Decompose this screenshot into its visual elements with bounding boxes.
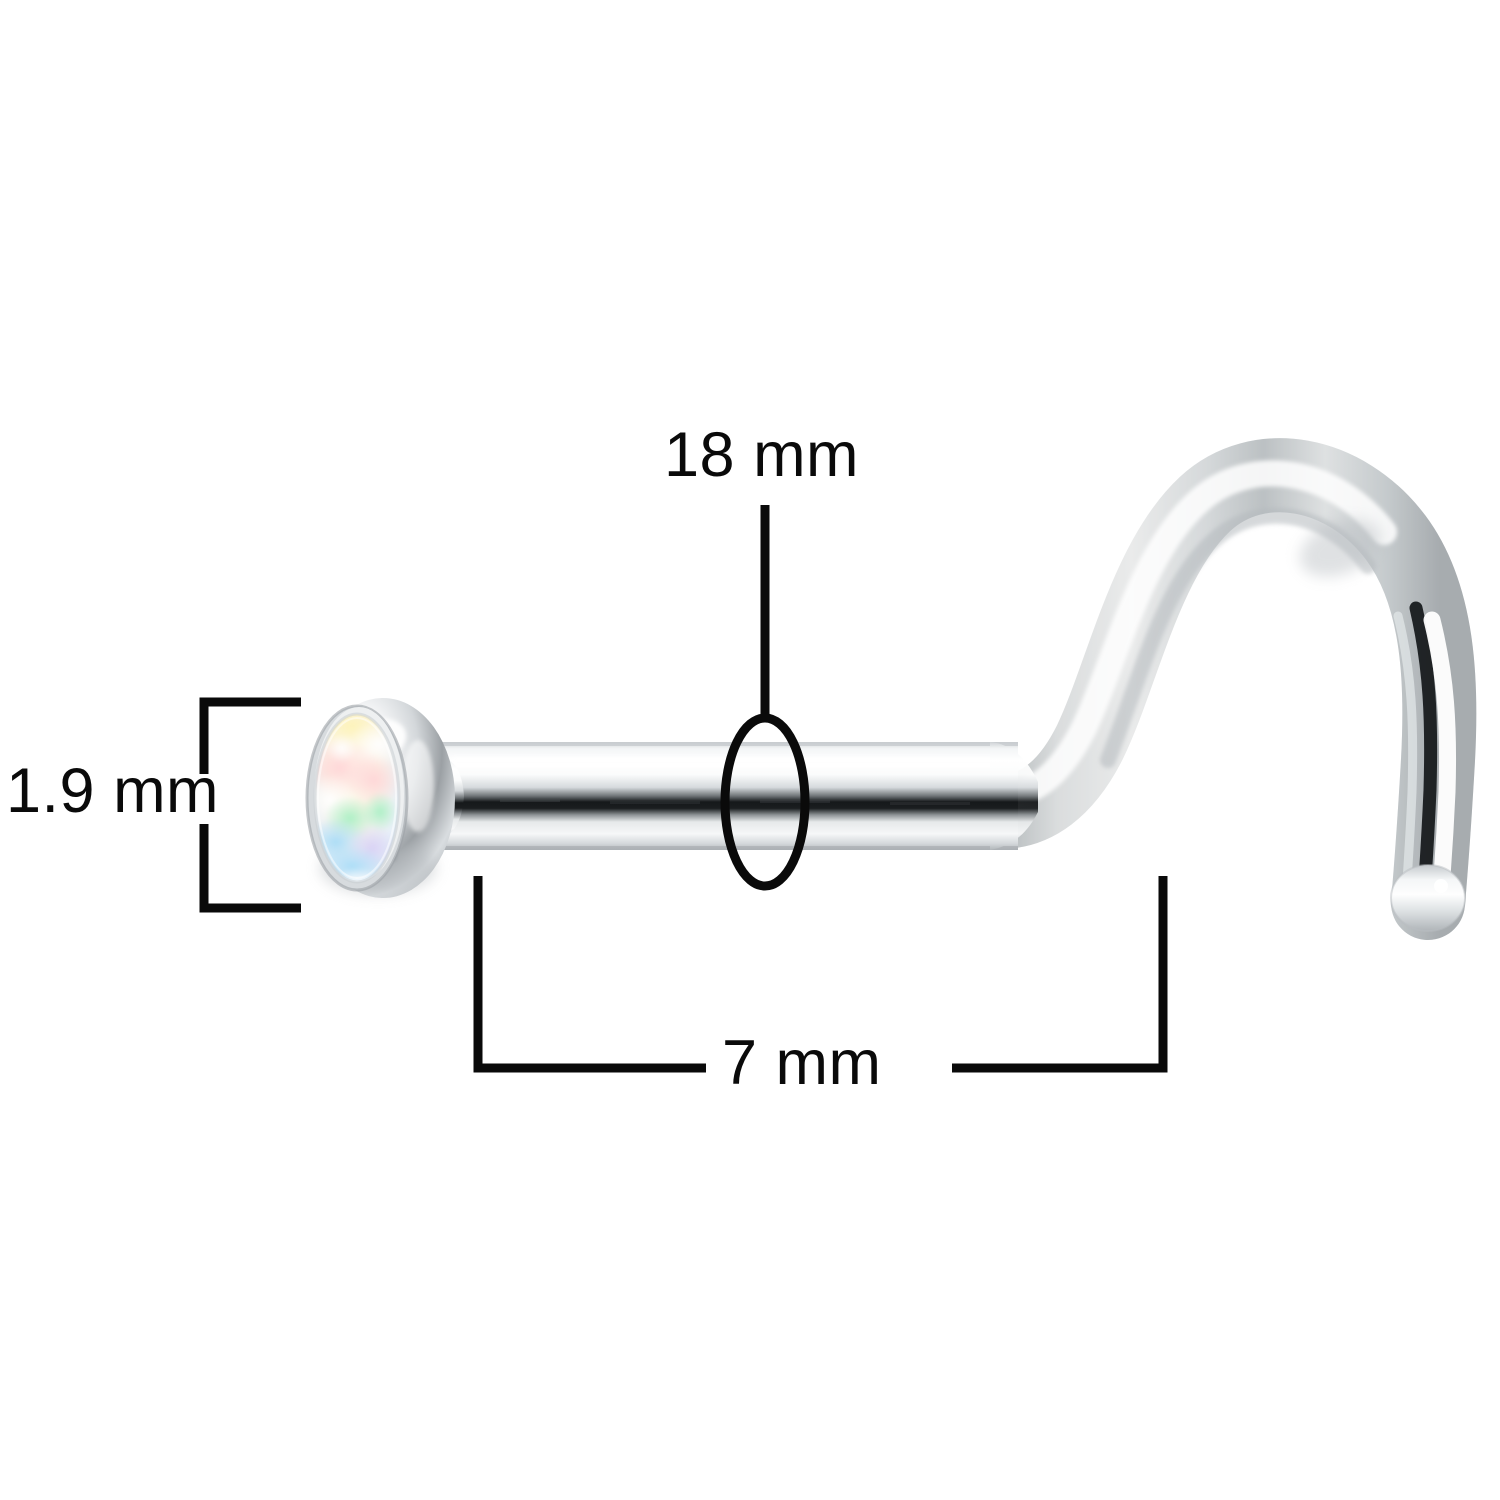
gem-diameter-dimension-label: 1.9 mm (6, 756, 220, 826)
post-length-dimension-label: 7 mm (722, 1028, 882, 1098)
gem-diameter-bracket (199, 697, 301, 913)
nose-screw-curved-hook (963, 438, 1477, 940)
gauge-dimension-label: 18 mm (664, 420, 860, 490)
gauge-leader-and-ellipse (720, 505, 810, 891)
post-length-bracket (473, 876, 1168, 1073)
